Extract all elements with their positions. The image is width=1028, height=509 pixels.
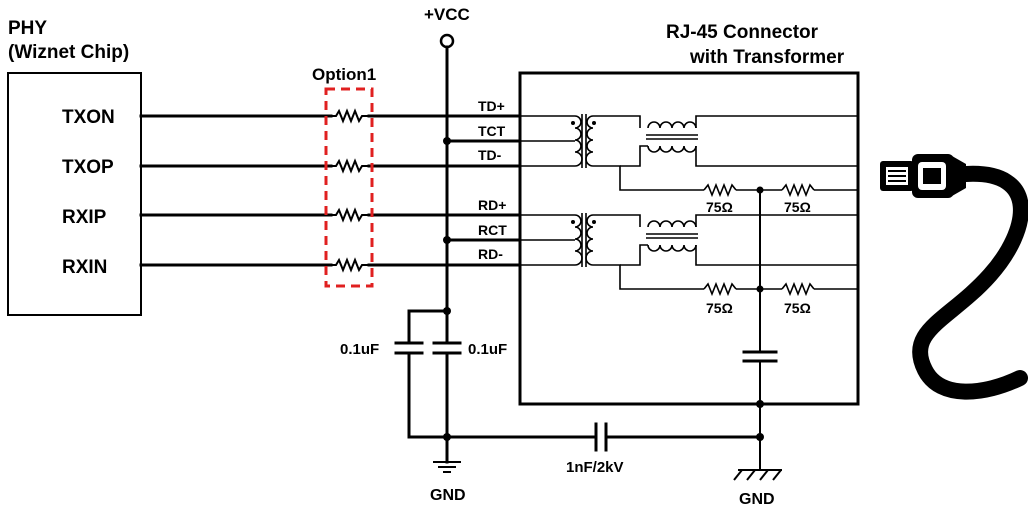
r75-label-4: 75Ω [784, 300, 811, 316]
connector-box [518, 71, 860, 406]
phy-chip-box [7, 72, 142, 316]
signal-rd-minus: RD- [478, 246, 503, 262]
vcc-terminal [439, 33, 455, 49]
signal-lines [139, 114, 522, 267]
phy-title-line1: PHY [8, 18, 47, 39]
termination-resistors [703, 182, 815, 297]
transformer-rx [520, 213, 858, 290]
r75-label-2: 75Ω [784, 199, 811, 215]
signal-rct: RCT [478, 222, 507, 238]
option-resistors [331, 108, 369, 273]
chassis-gnd-symbol-right [733, 469, 782, 481]
gnd-left-label: GND [430, 487, 466, 504]
phy-title-line2: (Wiznet Chip) [8, 42, 129, 63]
pin-txon-label: TXON [62, 107, 115, 128]
rj45-plug-icon [880, 154, 1028, 400]
connector-title-line1: RJ-45 Connector [666, 22, 819, 43]
pin-txop-label: TXOP [62, 157, 114, 178]
signal-td-plus: TD+ [478, 98, 505, 114]
connector-title-line2: with Transformer [689, 47, 845, 68]
pin-rxip-label: RXIP [62, 207, 107, 228]
option1-box [324, 87, 374, 288]
hv-cap-label: 1nF/2kV [566, 459, 624, 476]
vcc-label: +VCC [424, 5, 470, 24]
r75-label-3: 75Ω [706, 300, 733, 316]
transformer-tx [520, 114, 858, 191]
gnd-symbol-left [433, 461, 461, 473]
signal-td-minus: TD- [478, 147, 502, 163]
option-label: Option1 [312, 65, 376, 84]
signal-rd-plus: RD+ [478, 197, 506, 213]
signal-tct: TCT [478, 123, 506, 139]
pin-rxin-label: RXIN [62, 257, 107, 278]
cap-right-label: 0.1uF [468, 341, 507, 358]
gnd-right-label: GND [739, 491, 775, 508]
r75-label-1: 75Ω [706, 199, 733, 215]
cap-left-label: 0.1uF [340, 341, 379, 358]
